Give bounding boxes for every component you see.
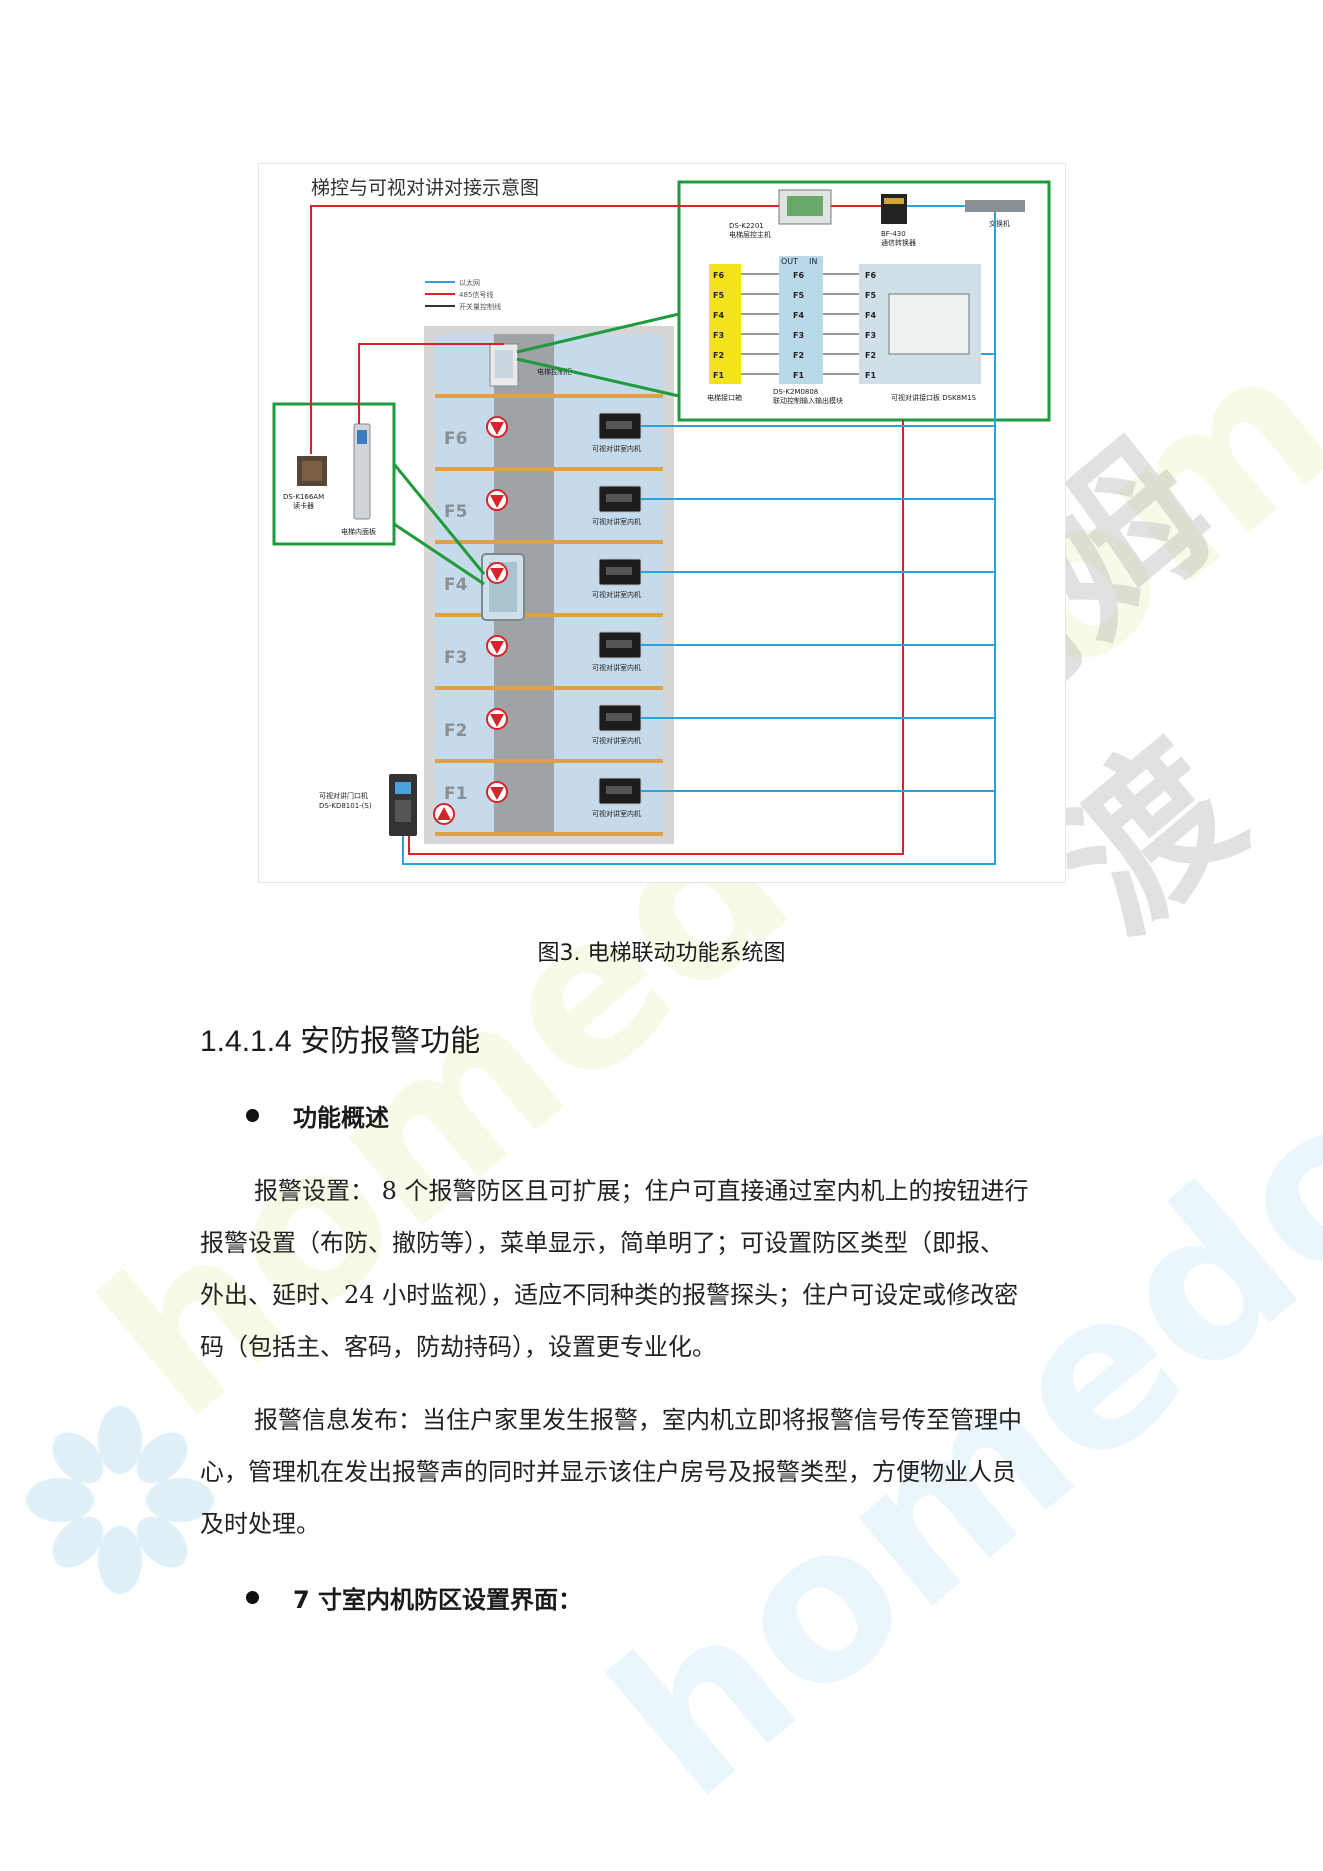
network-switch-icon [965, 200, 1025, 212]
svg-text:F1: F1 [793, 371, 804, 380]
svg-text:F4: F4 [865, 311, 876, 320]
bullet-zone-setting: 7 寸室内机防区设置界面： [246, 1580, 582, 1615]
down-arrow-icon [490, 568, 504, 581]
down-arrow-icon [490, 422, 504, 435]
indoor-unit-label: 可视对讲室内机 [592, 517, 641, 526]
para1-line: 码（包括主、客码，防劫持码），设置更专业化。 [200, 1333, 716, 1361]
watermark-flower-icon [26, 1406, 214, 1594]
controller-label: DS-K2201 [729, 222, 764, 230]
indoor-unit-label: 可视对讲室内机 [592, 663, 641, 672]
elevator-port-label: 电梯接口箱 [707, 393, 742, 402]
indoor-unit-label: 可视对讲室内机 [592, 590, 641, 599]
up-call-icon [437, 807, 451, 820]
card-reader-label: DS-K166AM [283, 493, 324, 501]
converter-desc: 通信转换器 [881, 238, 916, 247]
floor-label-f4: F4 [444, 575, 468, 595]
switch-label: 交换机 [989, 219, 1010, 228]
figure-caption: 图3. 电梯联动功能系统图 [537, 941, 786, 966]
io-module-desc: 联动控制输入输出模块 [773, 396, 843, 405]
svg-text:F3: F3 [865, 331, 876, 340]
legend: 以太网 485信号线 开关量控制线 [425, 278, 501, 311]
elevator-port-strip [709, 264, 741, 384]
car-panel-label: 电梯内面板 [341, 527, 376, 536]
floor-label-f6: F6 [444, 429, 467, 449]
indoor-unit-label: 可视对讲室内机 [592, 444, 641, 453]
para2-line: 心，管理机在发出报警声的同时并显示该住户房号及报警类型，方便物业人员 [200, 1458, 1016, 1486]
para2-line: 及时处理。 [200, 1510, 320, 1538]
bullet-overview: 功能概述 [246, 1098, 389, 1133]
paragraph-alarm-setting: 报警设置： 8 个报警防区且可扩展；住户可直接通过室内机上的按钮进行 报警设置（… [200, 1165, 1120, 1373]
indoor-unit-label: 可视对讲室内机 [592, 809, 641, 818]
interface-board-icon [888, 293, 970, 355]
down-arrow-icon [490, 714, 504, 727]
para1-line: 报警设置（布防、撤防等），菜单显示，简单明了；可设置防区类型（即报、 [200, 1229, 1004, 1257]
floor-label-f1: F1 [444, 784, 467, 804]
io-module-label: DS-K2M0808 [773, 388, 818, 396]
controller-desc: 电梯层控主机 [729, 230, 771, 239]
car-panel-icon [353, 423, 371, 520]
interface-board-label: 可视对讲接口板 DSK8M1S [891, 393, 977, 402]
svg-text:F5: F5 [865, 291, 876, 300]
down-arrow-icon [490, 787, 504, 800]
elevator-linkage-diagram: 梯控与可视对讲对接示意图 以太网 485信号线 开关量控制线 F6 F5 F4 … [258, 163, 1066, 883]
svg-text:F1: F1 [713, 371, 724, 380]
door-station-model: DS-KD8101-(S) [319, 802, 372, 810]
down-arrow-icon [490, 495, 504, 508]
svg-text:OUT: OUT [781, 257, 798, 266]
indoor-unit-label: 可视对讲室内机 [592, 736, 641, 745]
converter-label: BF-430 [881, 230, 906, 238]
bullet-zone-setting-text: 7 寸室内机防区设置界面： [293, 1586, 583, 1614]
svg-text:F4: F4 [793, 311, 804, 320]
floor-label-f3: F3 [444, 648, 467, 668]
section-heading: 1.4.1.4 安防报警功能 [200, 1025, 481, 1058]
legend-ethernet: 以太网 [459, 278, 480, 287]
svg-text:F4: F4 [713, 311, 724, 320]
svg-text:F6: F6 [793, 271, 804, 280]
indoor-units: 可视对讲室内机可视对讲室内机可视对讲室内机可视对讲室内机可视对讲室内机可视对讲室… [486, 412, 642, 818]
card-reader-desc: 读卡器 [293, 501, 314, 510]
control-cabinet-label: 电梯控制柜 [537, 367, 572, 376]
svg-text:F3: F3 [793, 331, 804, 340]
svg-text:F2: F2 [713, 351, 724, 360]
svg-text:F6: F6 [865, 271, 876, 280]
io-module-icon [779, 256, 823, 384]
svg-text:F6: F6 [713, 271, 724, 280]
svg-text:IN: IN [809, 257, 817, 266]
down-arrow-icon [490, 641, 504, 654]
svg-text:F1: F1 [865, 371, 876, 380]
bullet-overview-text: 功能概述 [293, 1104, 389, 1132]
svg-text:F2: F2 [793, 351, 804, 360]
floor-label-f2: F2 [444, 721, 467, 741]
svg-text:F5: F5 [793, 291, 804, 300]
para2-line: 报警信息发布：当住户家里发生报警，室内机立即将报警信号传至管理中 [254, 1406, 1022, 1434]
bullet-dot-icon [246, 1109, 259, 1122]
door-station-label: 可视对讲门口机 [319, 791, 368, 800]
paragraph-alarm-release: 报警信息发布：当住户家里发生报警，室内机立即将报警信号传至管理中 心，管理机在发… [200, 1394, 1120, 1550]
para1-line: 外出、延时、24 小时监视），适应不同种类的报警探头；住户可设定或修改密 [200, 1281, 1019, 1309]
control-devices-box [677, 180, 1051, 422]
diagram-title: 梯控与可视对讲对接示意图 [311, 177, 539, 199]
svg-text:F5: F5 [713, 291, 724, 300]
bullet-dot-icon [246, 1591, 259, 1604]
car-devices-box [272, 402, 396, 546]
svg-text:F3: F3 [713, 331, 724, 340]
legend-485: 485信号线 [459, 290, 493, 299]
floor-label-f5: F5 [444, 502, 467, 522]
svg-text:F2: F2 [865, 351, 876, 360]
legend-switch-line: 开关量控制线 [459, 302, 501, 311]
para1-line: 报警设置： 8 个报警防区且可扩展；住户可直接通过室内机上的按钮进行 [254, 1177, 1029, 1205]
